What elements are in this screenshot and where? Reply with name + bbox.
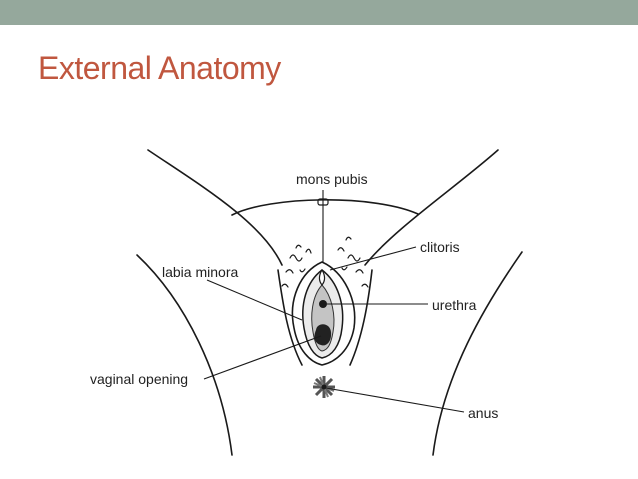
pubic-arch-curve <box>231 199 419 216</box>
label-labia-minora: labia minora <box>162 264 238 280</box>
label-mons-pubis: mons pubis <box>296 171 368 187</box>
label-urethra: urethra <box>432 297 477 313</box>
right-leg-outline <box>432 251 523 456</box>
header-bar <box>0 0 638 25</box>
label-anus: anus <box>468 405 498 421</box>
vaginal-opening-shape <box>314 324 332 346</box>
label-clitoris: clitoris <box>420 239 460 255</box>
leader-clitoris <box>329 246 417 271</box>
urethra-opening <box>319 300 327 308</box>
anus-symbol <box>313 376 335 398</box>
pubic-hair-strokes <box>281 236 369 288</box>
clitoris-structure <box>318 268 326 286</box>
right-thigh-outer-curve <box>364 149 499 266</box>
leader-anus <box>325 387 465 413</box>
left-inner-thigh-curve <box>277 269 303 366</box>
leader-labia-minora <box>206 279 303 321</box>
left-thigh-outer-curve <box>147 149 283 266</box>
leader-vaginal-opening <box>203 335 322 380</box>
slide-title: External Anatomy <box>38 50 281 86</box>
right-inner-thigh-curve <box>349 269 373 366</box>
label-vaginal-opening: vaginal opening <box>90 371 188 387</box>
labia-majora-outline <box>291 261 356 366</box>
left-leg-outline <box>136 254 233 456</box>
